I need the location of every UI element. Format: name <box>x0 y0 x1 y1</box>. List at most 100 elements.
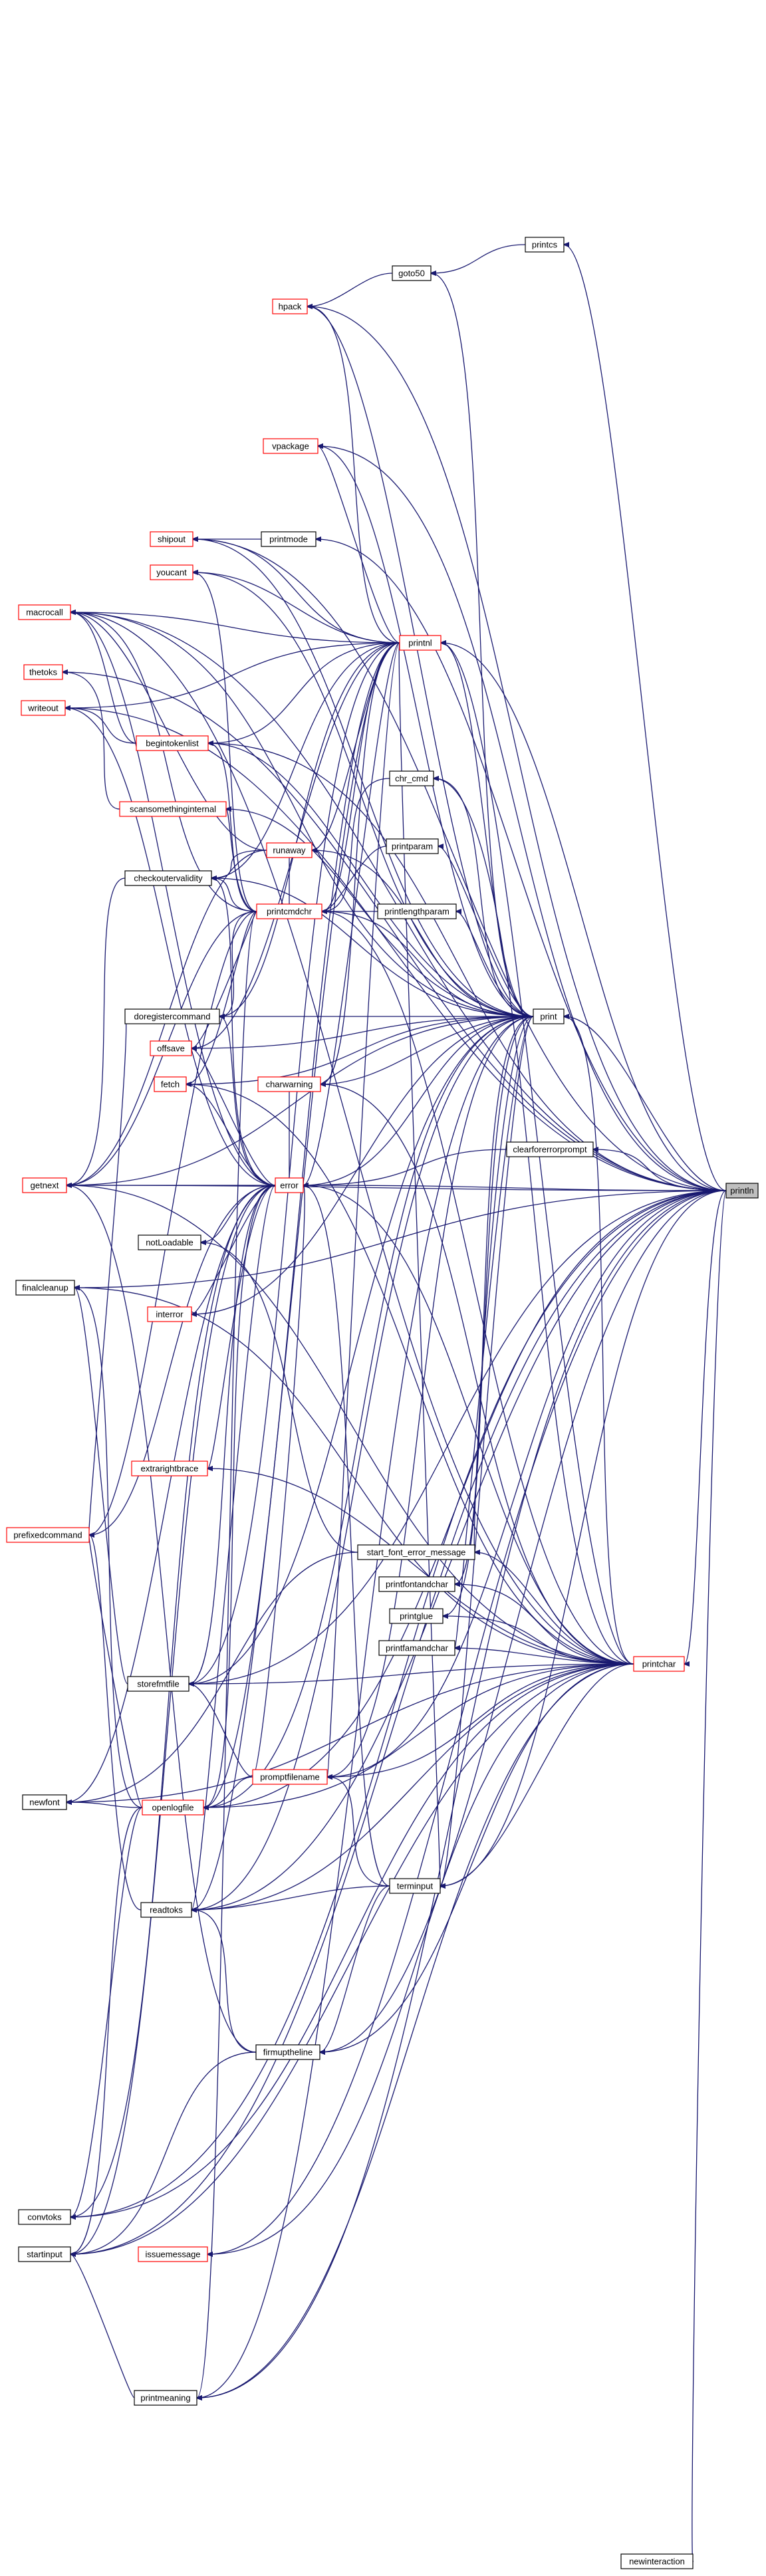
node-shipout[interactable]: shipout <box>150 531 193 547</box>
node-box <box>389 1878 441 1894</box>
edge-charwarning-to-print <box>320 1016 534 1084</box>
edge-readtoks-to-error <box>192 1185 276 1910</box>
call-edges <box>63 245 727 2561</box>
edge-fetch-to-printchar <box>186 1084 634 1665</box>
node-runaway[interactable]: runaway <box>266 842 313 858</box>
node-getnext[interactable]: getnext <box>22 1177 67 1193</box>
node-begintokenlist[interactable]: begintokenlist <box>136 735 209 751</box>
edge-macrocall-to-printnl <box>70 612 400 644</box>
node-start-font-error-message[interactable]: start_font_error_message <box>357 1544 475 1560</box>
node-printglue[interactable]: printglue <box>389 1608 444 1624</box>
node-storefmtfile[interactable]: storefmtfile <box>127 1676 190 1692</box>
edge-fetch-to-printcmdchr <box>186 911 257 1084</box>
node-label: hpack <box>279 302 302 312</box>
node-printmode[interactable]: printmode <box>261 531 317 547</box>
node-terminput[interactable]: terminput <box>389 1878 441 1894</box>
node-printparam[interactable]: printparam <box>386 838 439 854</box>
edge-storefmtfile-to-error <box>189 1185 276 1684</box>
node-vpackage[interactable]: vpackage <box>263 438 319 454</box>
node-printfamandchar[interactable]: printfamandchar <box>378 1640 455 1656</box>
node-firmuptheline[interactable]: firmuptheline <box>255 2044 320 2060</box>
node-box <box>256 903 322 919</box>
edge-storefmtfile-to-println <box>189 1190 727 1684</box>
node-charwarning[interactable]: charwarning <box>257 1076 321 1092</box>
edge-promptfilename-to-printchar <box>327 1663 634 1777</box>
node-printcmdchr[interactable]: printcmdchr <box>256 903 322 919</box>
node-checkoutervalidity[interactable]: checkoutervalidity <box>124 870 212 886</box>
node-box <box>124 1008 220 1024</box>
edge-doregistercommand-to-error <box>219 1016 276 1186</box>
node-startinput[interactable]: startinput <box>18 2246 71 2262</box>
node-label: printlengthparam <box>384 907 449 917</box>
node-thetoks[interactable]: thetoks <box>23 664 63 680</box>
edge-error-to-printnl <box>303 642 400 1185</box>
node-printmeaning[interactable]: printmeaning <box>134 2390 197 2406</box>
node-error[interactable]: error <box>275 1177 304 1193</box>
node-box <box>377 903 457 919</box>
node-box <box>23 664 63 680</box>
node-label: goto50 <box>398 269 425 279</box>
edge-openlogfile-to-println <box>203 1190 727 1808</box>
node-newinteraction[interactable]: newinteraction <box>620 2553 694 2569</box>
node-println[interactable]: println <box>725 1183 759 1199</box>
node-macrocall[interactable]: macrocall <box>18 604 71 620</box>
node-issuemessage[interactable]: issuemessage <box>138 2246 208 2262</box>
edge-macrocall-to-begintokenlist <box>70 612 137 744</box>
node-youcant[interactable]: youcant <box>150 564 193 580</box>
node-box <box>357 1544 475 1560</box>
edge-storefmtfile-to-promptfilename <box>189 1684 253 1778</box>
node-box <box>136 735 209 751</box>
node-label: getnext <box>31 1181 59 1191</box>
node-fetch[interactable]: fetch <box>154 1076 187 1092</box>
edge-begintokenlist-to-printcmdchr <box>208 743 257 912</box>
edge-issuemessage-to-println <box>207 1190 727 2254</box>
node-extrarightbrace[interactable]: extrarightbrace <box>131 1461 208 1476</box>
node-hpack[interactable]: hpack <box>272 298 308 314</box>
node-convtoks[interactable]: convtoks <box>18 2209 71 2225</box>
node-printcs[interactable]: printcs <box>525 237 565 253</box>
node-writeout[interactable]: writeout <box>21 700 66 716</box>
node-readtoks[interactable]: readtoks <box>140 1902 192 1918</box>
edge-checkoutervalidity-to-print <box>211 878 534 1017</box>
edge-printmeaning-to-printchar <box>197 1663 634 2398</box>
node-printfontandchar[interactable]: printfontandchar <box>378 1576 455 1592</box>
node-label: issuemessage <box>145 2250 200 2260</box>
node-offsave[interactable]: offsave <box>150 1040 192 1056</box>
edge-thetoks-to-scansomethinginternal <box>63 672 120 810</box>
node-clearforerrorprompt[interactable]: clearforerrorprompt <box>506 1141 594 1157</box>
node-prefixedcommand[interactable]: prefixedcommand <box>6 1527 90 1543</box>
node-not-loadable[interactable]: notLoadable <box>138 1234 201 1250</box>
edge-newfont-to-printchar <box>66 1663 634 1802</box>
node-newfont[interactable]: newfont <box>22 1794 67 1810</box>
node-printchar[interactable]: printchar <box>633 1656 685 1672</box>
edge-offsave-to-error <box>192 1048 276 1186</box>
node-label: prefixedcommand <box>13 1530 82 1540</box>
edge-print-to-printchar <box>564 1016 634 1665</box>
node-print[interactable]: print <box>533 1008 565 1024</box>
node-chr-cmd[interactable]: chr_cmd <box>389 770 434 786</box>
node-promptfilename[interactable]: promptfilename <box>252 1769 328 1785</box>
edge-terminput-to-printchar <box>440 1663 634 1886</box>
node-openlogfile[interactable]: openlogfile <box>142 1800 204 1815</box>
edge-terminput-to-println <box>440 1190 727 1886</box>
edge-writeout-to-error <box>65 708 276 1186</box>
node-printlengthparam[interactable]: printlengthparam <box>377 903 457 919</box>
edge-newfont-to-error <box>66 1185 276 1802</box>
node-finalcleanup[interactable]: finalcleanup <box>15 1280 75 1296</box>
node-label: clearforerrorprompt <box>513 1145 587 1155</box>
node-box <box>150 531 193 547</box>
node-goto50[interactable]: goto50 <box>392 265 432 281</box>
edge-firmuptheline-to-terminput <box>320 1885 390 2052</box>
node-interror[interactable]: interror <box>147 1306 192 1322</box>
node-scansomethinginternal[interactable]: scansomethinginternal <box>119 801 227 817</box>
node-printnl[interactable]: printnl <box>399 635 442 651</box>
node-label: printcmdchr <box>267 907 313 917</box>
edge-readtoks-to-terminput <box>192 1885 390 1910</box>
edge-error-to-print <box>303 1016 534 1185</box>
edge-promptfilename-to-terminput <box>327 1777 390 1887</box>
node-doregistercommand[interactable]: doregistercommand <box>124 1008 220 1024</box>
node-label: printfontandchar <box>386 1580 449 1589</box>
edge-finalcleanup-to-storefmtfile <box>74 1288 128 1685</box>
edge-printmode-to-println <box>316 539 727 1191</box>
